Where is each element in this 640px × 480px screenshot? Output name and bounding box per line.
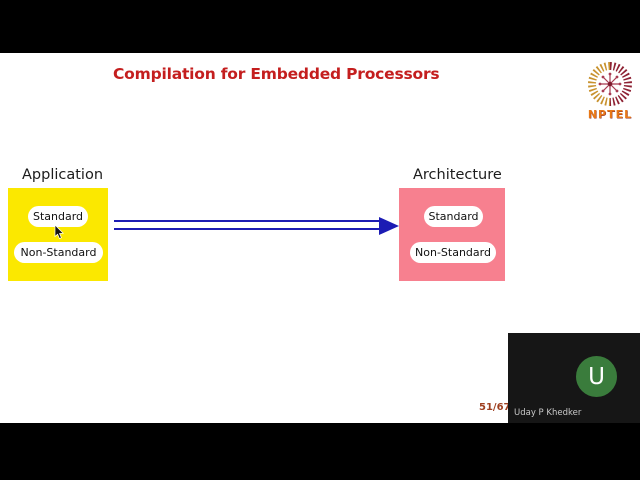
webcam-tile: U Uday P Khedker <box>508 333 640 423</box>
application-label: Application <box>22 167 104 183</box>
nptel-logo-text: NPTEL <box>587 108 633 121</box>
application-item-standard: Standard <box>28 206 88 227</box>
slide-title: Compilation for Embedded Processors <box>113 65 440 83</box>
architecture-item-standard: Standard <box>424 206 483 227</box>
letterbox-top <box>0 0 640 53</box>
page-number: 51/67 <box>479 402 511 413</box>
implies-arrow-icon <box>114 220 382 230</box>
mouse-cursor-icon <box>54 225 64 240</box>
letterbox-bottom <box>0 423 640 480</box>
avatar-letter: U <box>588 363 605 390</box>
participant-avatar: U <box>576 356 617 397</box>
architecture-label: Architecture <box>413 167 502 183</box>
nptel-logo-icon <box>588 62 632 106</box>
application-item-non-standard: Non-Standard <box>14 242 103 263</box>
application-box: Standard Non-Standard <box>8 188 108 281</box>
participant-name: Uday P Khedker <box>514 408 582 418</box>
architecture-box: Standard Non-Standard <box>399 188 505 281</box>
nptel-logo: NPTEL <box>584 60 636 124</box>
architecture-item-non-standard: Non-Standard <box>410 242 496 263</box>
implies-arrowhead-icon <box>379 217 399 235</box>
